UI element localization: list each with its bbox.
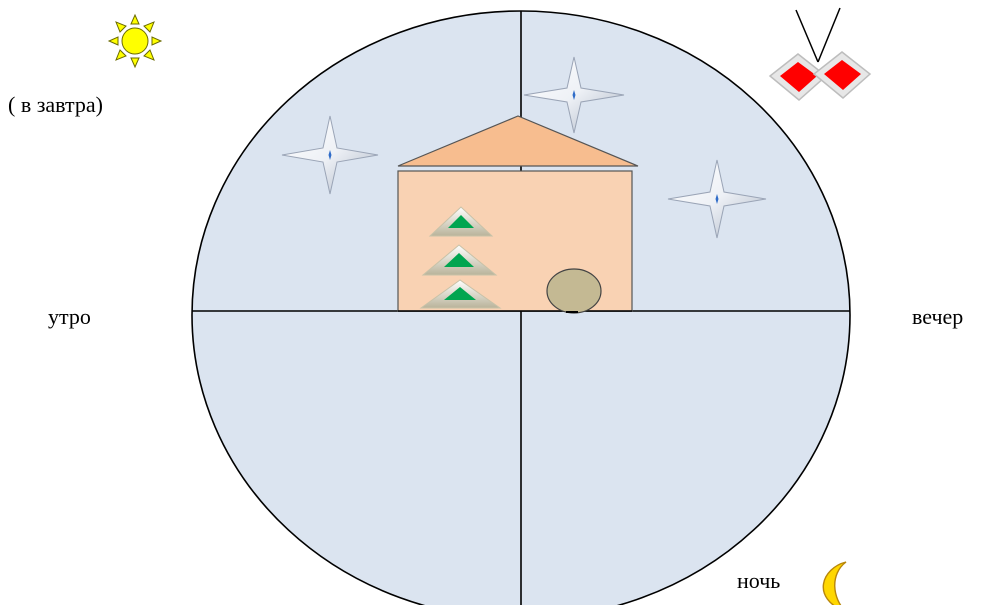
crescent-moon-icon (823, 562, 846, 605)
label-tomorrow: ( в завтра) (8, 92, 103, 118)
diamond-pair-icon (770, 8, 870, 100)
label-night: ночь (737, 568, 780, 594)
label-evening: вечер (912, 304, 963, 330)
sun-icon (109, 15, 161, 67)
label-morning: утро (48, 304, 91, 330)
stone-icon (547, 269, 601, 313)
